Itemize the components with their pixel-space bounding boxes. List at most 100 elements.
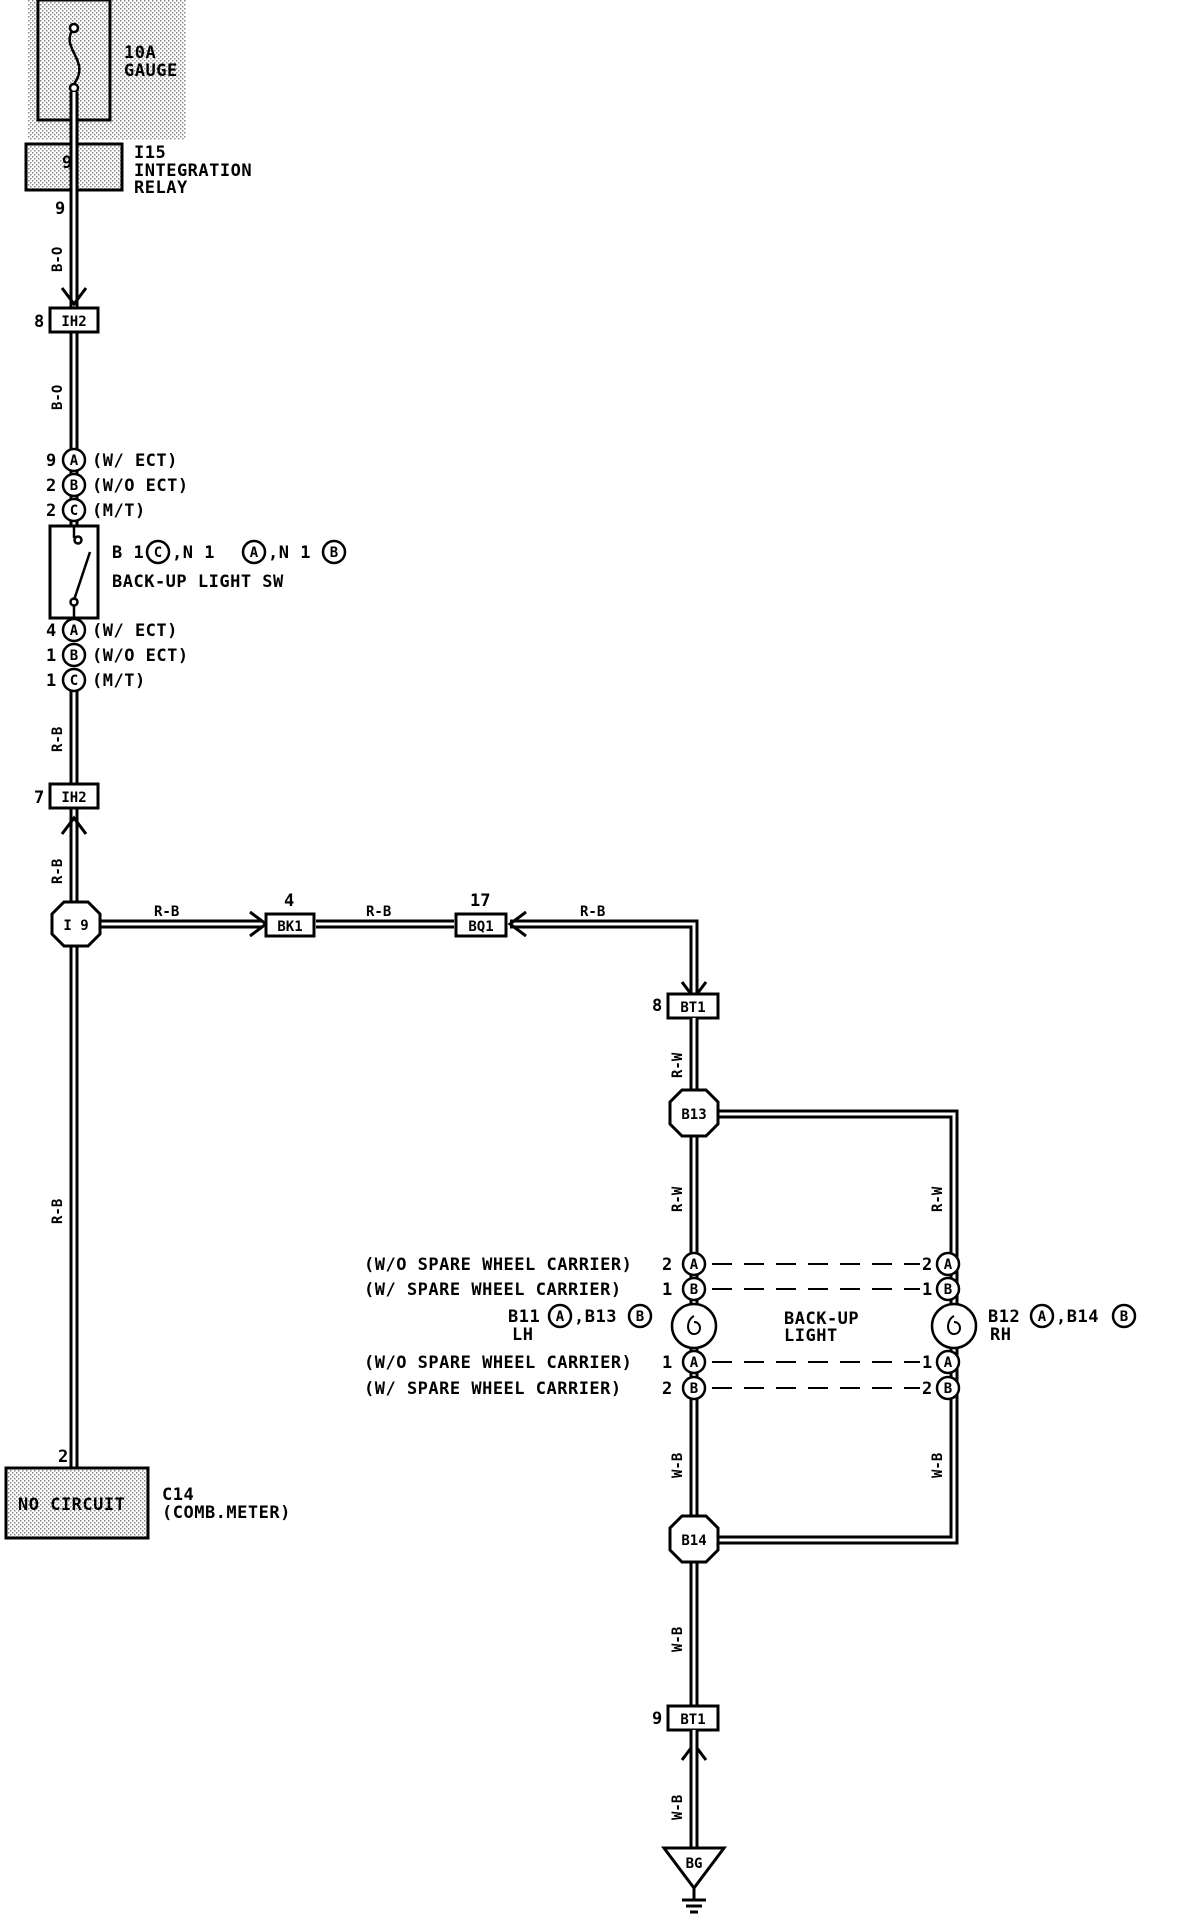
wire-label-bo-2: B-O xyxy=(50,385,66,410)
svg-text:A: A xyxy=(944,1355,953,1371)
switch-contact-top xyxy=(73,535,83,545)
switch-bottom-pins: 4 A (W/ ECT) 1 B (W/O ECT) 1 C (M/T) xyxy=(46,617,189,693)
rh-filament-icon xyxy=(947,1315,961,1336)
svg-text:B: B xyxy=(944,1282,952,1298)
wire-label-rb-2: R-B xyxy=(50,859,66,884)
svg-text:B: B xyxy=(1120,1309,1128,1325)
svg-text:A: A xyxy=(944,1257,953,1273)
arrow-into-bq1 xyxy=(507,910,527,938)
svg-text:2: 2 xyxy=(662,1379,672,1399)
svg-text:B12: B12 xyxy=(988,1307,1020,1327)
svg-text:1: 1 xyxy=(46,646,56,666)
svg-text:(W/ SPARE WHEEL CARRIER): (W/ SPARE WHEEL CARRIER) xyxy=(364,1379,622,1399)
meter-name: (COMB.METER) xyxy=(162,1503,291,1523)
wire-label-rb-h2: R-B xyxy=(366,904,391,920)
ih2-bottom-connector xyxy=(48,782,100,810)
meter-pin: 2 xyxy=(58,1447,68,1467)
svg-text:(W/ SPARE WHEEL CARRIER): (W/ SPARE WHEEL CARRIER) xyxy=(364,1280,622,1300)
fuse-terminal-top xyxy=(68,22,80,34)
ih2-top-pin: 8 xyxy=(34,312,44,332)
wire-label-rw-3: R-W xyxy=(930,1186,946,1212)
wire-label-rb-h1: R-B xyxy=(154,904,179,920)
bq1-label: BQ1 xyxy=(468,919,493,935)
svg-text:1: 1 xyxy=(46,671,56,691)
svg-text:C: C xyxy=(70,673,78,689)
bt1-top-label: BT1 xyxy=(680,1000,705,1016)
svg-text:,N 1: ,N 1 xyxy=(268,543,311,563)
svg-text:C: C xyxy=(70,503,78,519)
ground-bg-label: BG xyxy=(686,1856,703,1872)
svg-text:2: 2 xyxy=(46,476,56,496)
svg-text:B: B xyxy=(70,478,78,494)
lh-side-label: LH xyxy=(512,1325,533,1345)
bq1-connector xyxy=(454,912,508,938)
bt1-top-pin: 8 xyxy=(652,996,662,1016)
lh-filament-icon xyxy=(687,1315,701,1336)
junction-i9-label: I 9 xyxy=(63,918,88,934)
junction-b14 xyxy=(668,1514,720,1564)
ih2-top-connector xyxy=(48,306,100,334)
svg-text:B: B xyxy=(70,648,78,664)
svg-text:,N 1: ,N 1 xyxy=(172,543,215,563)
bq1-pin: 17 xyxy=(470,891,490,911)
wire-label-rb-h3: R-B xyxy=(580,904,605,920)
backup-light-label-line2: LIGHT xyxy=(784,1326,838,1346)
svg-text:,B13: ,B13 xyxy=(574,1307,617,1327)
bk1-connector xyxy=(264,912,316,938)
relay-wire-pin: 9 xyxy=(55,199,65,219)
svg-text:B: B xyxy=(636,1309,644,1325)
relay-name-line1: INTEGRATION xyxy=(134,161,252,181)
svg-text:(W/O SPARE WHEEL CARRIER): (W/O SPARE WHEEL CARRIER) xyxy=(364,1353,632,1373)
wire-label-bo-1: B-O xyxy=(50,247,66,272)
lh-code: B11 A ,B13 B xyxy=(508,1303,653,1329)
svg-text:A: A xyxy=(70,623,79,639)
junction-b13 xyxy=(668,1088,720,1138)
svg-text:,B14: ,B14 xyxy=(1056,1307,1099,1327)
svg-text:1: 1 xyxy=(662,1280,672,1300)
light-connector-rows: (W/O SPARE WHEEL CARRIER) 2 A 2 A (W/ SP… xyxy=(364,1251,961,1401)
rh-side-label: RH xyxy=(990,1325,1011,1345)
svg-text:A: A xyxy=(690,1257,699,1273)
svg-text:(W/O SPARE WHEEL CARRIER): (W/O SPARE WHEEL CARRIER) xyxy=(364,1255,632,1275)
svg-text:A: A xyxy=(556,1309,565,1325)
fuse-terminal-bottom xyxy=(68,82,80,94)
switch-blade xyxy=(72,551,92,601)
svg-text:A: A xyxy=(70,453,79,469)
wire-label-rw-1: R-W xyxy=(670,1052,686,1078)
bt1-top-connector xyxy=(666,992,720,1020)
svg-text:4: 4 xyxy=(46,621,56,641)
svg-text:(W/ ECT): (W/ ECT) xyxy=(92,621,178,641)
switch-name: BACK-UP LIGHT SW xyxy=(112,572,284,592)
rh-code: B12 A ,B14 B xyxy=(988,1303,1137,1329)
svg-text:1: 1 xyxy=(922,1353,932,1373)
relay-pin: 9 xyxy=(62,153,72,173)
comb-meter-box xyxy=(4,1466,150,1540)
svg-text:B: B xyxy=(944,1381,952,1397)
svg-text:(M/T): (M/T) xyxy=(92,671,146,691)
svg-text:9: 9 xyxy=(46,451,56,471)
meter-code: C14 xyxy=(162,1485,194,1505)
bk1-label: BK1 xyxy=(277,919,302,935)
switch-top-pins: 9 A (W/ ECT) 2 B (W/O ECT) 2 C (M/T) xyxy=(46,447,189,523)
ground-bg xyxy=(661,1846,727,1891)
junction-b13-label: B13 xyxy=(681,1107,706,1123)
svg-text:B: B xyxy=(330,545,338,561)
wire-label-rb-1: R-B xyxy=(50,727,66,752)
svg-text:B 1: B 1 xyxy=(112,543,144,563)
fuse-name: GAUGE xyxy=(124,61,178,81)
switch-code: B 1 C ,N 1 A ,N 1 B xyxy=(112,539,347,565)
svg-text:(W/O ECT): (W/O ECT) xyxy=(92,646,189,666)
svg-text:A: A xyxy=(690,1355,699,1371)
wire-label-wb-4: W-B xyxy=(670,1795,686,1820)
backup-light-label-line1: BACK-UP xyxy=(784,1309,859,1329)
svg-text:2: 2 xyxy=(46,501,56,521)
rh-bulb-icon xyxy=(930,1302,978,1350)
svg-text:B11: B11 xyxy=(508,1307,540,1327)
wire-label-wb-1: W-B xyxy=(670,1453,686,1478)
bt1-bottom-label: BT1 xyxy=(680,1712,705,1728)
svg-text:2: 2 xyxy=(922,1255,932,1275)
svg-text:(W/O ECT): (W/O ECT) xyxy=(92,476,189,496)
arrow-into-ih2-bottom xyxy=(60,815,88,835)
arrow-into-ih2-top xyxy=(60,287,88,307)
